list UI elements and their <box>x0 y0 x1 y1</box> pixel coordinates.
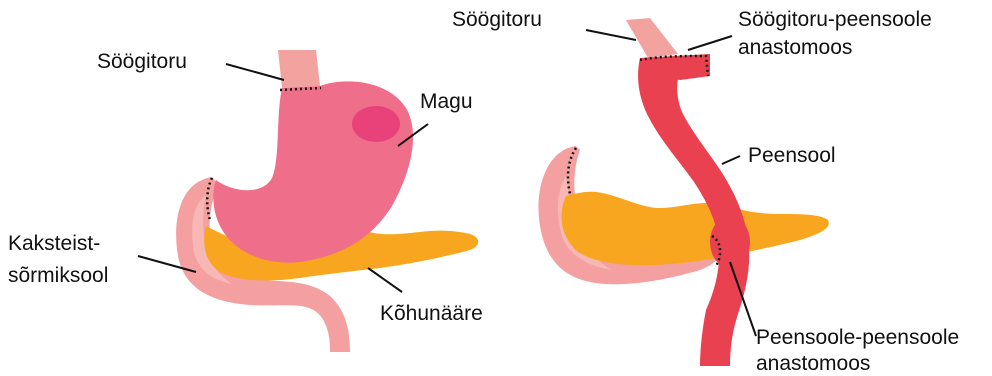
right-panel: Söögitoru Söögitoru-peensoole anastomoos… <box>452 8 959 375</box>
jj-anastomosis-bulge <box>710 216 750 268</box>
label-esophagus-left: Söögitoru <box>97 50 187 73</box>
leader-eso-anastomosis <box>688 36 732 50</box>
label-duodenum-line1: Kaksteist- <box>8 232 100 255</box>
label-jj-anastomosis-line1: Peensoole-peensoole <box>756 326 959 349</box>
leader-esophagus-left <box>226 64 284 80</box>
leader-esophagus-right <box>586 30 636 40</box>
label-jj-anastomosis-line2: anastomoos <box>756 352 870 375</box>
leader-small-intestine <box>722 156 740 164</box>
label-small-intestine: Peensool <box>748 144 836 167</box>
label-esophagus-right: Söögitoru <box>452 8 542 31</box>
label-pancreas: Kõhunääre <box>380 302 483 325</box>
label-duodenum-line2: sõrmiksool <box>8 264 108 287</box>
label-stomach: Magu <box>420 90 473 113</box>
left-panel: Söögitoru Magu Kaksteist- sõrmiksool Kõh… <box>8 50 483 352</box>
label-eso-anastomosis-line2: anastomoos <box>738 36 852 59</box>
stomach-highlight <box>352 106 400 142</box>
esophagus-left <box>278 50 320 88</box>
pancreas-right <box>562 192 829 265</box>
label-eso-anastomosis-line1: Söögitoru-peensoole <box>738 8 932 31</box>
leader-pancreas <box>368 268 402 292</box>
esophagus-right <box>626 18 678 58</box>
